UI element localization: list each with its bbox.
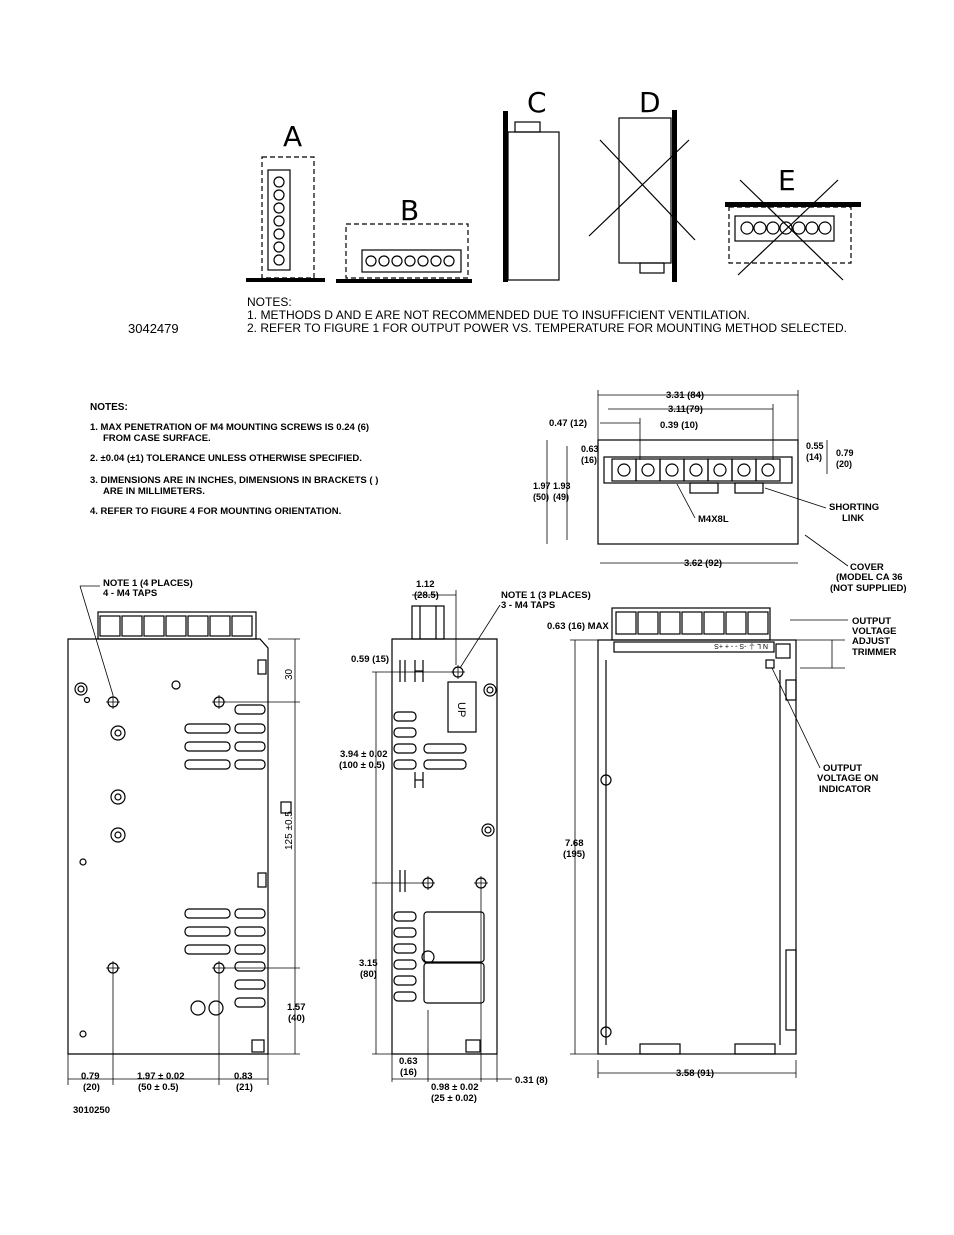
dims-note-4: 4. REFER TO FIGURE 4 FOR MOUNTING ORIENT… xyxy=(90,506,341,517)
label-cover-model: (MODEL CA 36 xyxy=(836,572,903,583)
terminals-a xyxy=(273,176,285,266)
dimension-notes: NOTES: 1. MAX PENETRATION OF M4 MOUNTING… xyxy=(90,402,378,517)
dim-0-63a: 0.63 xyxy=(399,1056,418,1067)
dim-3-15a: 3.15 xyxy=(359,958,378,969)
label-cover: COVER xyxy=(850,562,884,573)
dim-1-97b: (50) xyxy=(533,492,549,502)
dim-125: 125 ±0.5 xyxy=(284,811,295,850)
mounting-notes-heading: NOTES: xyxy=(247,295,292,309)
front-doc-number: 3010250 xyxy=(73,1105,110,1116)
label-cover-not-supplied: (NOT SUPPLIED) xyxy=(830,583,907,594)
dim-1-97a: 1.97 xyxy=(533,481,551,491)
dim-0-63-max: 0.63 (16) MAX xyxy=(547,621,609,632)
dim-0-31: 0.31 (8) xyxy=(515,1075,548,1086)
dims-note-2: 2. ±0.04 (±1) TOLERANCE UNLESS OTHERWISE… xyxy=(90,453,362,464)
label-up: UP xyxy=(455,702,467,717)
trimmer-2: VOLTAGE xyxy=(852,626,897,637)
dim-0-79a: 0.79 xyxy=(81,1071,100,1082)
trimmer-3: ADJUST xyxy=(852,636,890,647)
label-m4x8l: M4X8L xyxy=(698,514,729,525)
indicator-3: INDICATOR xyxy=(819,784,871,795)
dim-3-31: 3.31 (84) xyxy=(666,390,704,401)
dim-0-98b: (25 ± 0.02) xyxy=(431,1093,477,1104)
front-view: NOTE 1 (4 PLACES) 4 - M4 TAPS 30 125 ±0.… xyxy=(67,578,306,1116)
label-link: LINK xyxy=(842,513,864,524)
label-shorting: SHORTING xyxy=(829,502,879,513)
dim-7-68a: 7.68 xyxy=(565,838,584,849)
terminals-b xyxy=(365,255,455,267)
dim-3-15b: (80) xyxy=(360,969,377,980)
right-terminals xyxy=(615,611,769,635)
dim-0-55b: (14) xyxy=(806,452,822,462)
mounting-note-2: 2. REFER TO FIGURE 1 FOR OUTPUT POWER VS… xyxy=(247,321,847,335)
mounting-doc-number: 3042479 xyxy=(128,321,179,336)
top-view: 3.31 (84) 3.11(79) 0.47 (12) 0.39 (10) 0… xyxy=(533,390,907,594)
dim-3-62: 3.62 (92) xyxy=(684,558,722,569)
dim-1-93b: (49) xyxy=(553,492,569,502)
front-terminals xyxy=(99,615,253,637)
dim-0-79b: (20) xyxy=(836,459,852,469)
dim-0-63a: 0.63 xyxy=(581,444,599,454)
label-d: D xyxy=(639,86,661,119)
dims-note-3b: ARE IN MILLIMETERS. xyxy=(103,486,205,497)
dim-1-97b: (50 ± 0.5) xyxy=(138,1082,179,1093)
dims-note-3a: 3. DIMENSIONS ARE IN INCHES, DIMENSIONS … xyxy=(90,475,378,486)
mounting-methods: A B C D E xyxy=(128,86,861,336)
dim-0-98a: 0.98 ± 0.02 xyxy=(431,1082,478,1093)
side-note1-b: 3 - M4 TAPS xyxy=(501,600,555,611)
dim-1-12a: 1.12 xyxy=(416,579,435,590)
terminal-labels: N L ⏚ -S - - + +S xyxy=(714,642,768,650)
dim-30: 30 xyxy=(284,668,295,680)
dim-0-39: 0.39 (10) xyxy=(660,420,698,431)
label-a: A xyxy=(283,120,302,153)
label-b: B xyxy=(400,194,419,227)
dim-3-94b: (100 ± 0.5) xyxy=(339,760,385,771)
dims-note-1a: 1. MAX PENETRATION OF M4 MOUNTING SCREWS… xyxy=(90,422,369,433)
dim-3-11: 3.11(79) xyxy=(668,404,703,415)
dim-0-83b: (21) xyxy=(236,1082,253,1093)
mounting-note-1: 1. METHODS D AND E ARE NOT RECOMMENDED D… xyxy=(247,308,750,322)
dim-3-58: 3.58 (91) xyxy=(676,1068,714,1079)
dims-notes-heading: NOTES: xyxy=(90,402,128,413)
dim-1-97a: 1.97 ± 0.02 xyxy=(137,1071,184,1082)
dim-3-94a: 3.94 ± 0.02 xyxy=(340,749,387,760)
trimmer-1: OUTPUT xyxy=(852,616,891,627)
dim-1-12b: (28.5) xyxy=(414,590,439,601)
top-terminals xyxy=(611,458,781,482)
front-note1-b: 4 - M4 TAPS xyxy=(103,588,157,599)
label-e: E xyxy=(778,164,796,197)
front-note1-a: NOTE 1 (4 PLACES) xyxy=(103,578,193,589)
dim-0-59: 0.59 (15) xyxy=(351,654,389,665)
dim-7-68b: (195) xyxy=(563,849,585,860)
terminals-e xyxy=(740,221,832,235)
label-c: C xyxy=(527,86,547,119)
dim-0-83a: 0.83 xyxy=(234,1071,253,1082)
dim-0-63b: (16) xyxy=(581,455,597,465)
trimmer-4: TRIMMER xyxy=(852,647,896,658)
side-note1-a: NOTE 1 (3 PLACES) xyxy=(501,590,591,601)
side-view: UP 1.12 (28.5) NOTE 1 (3 PLACES) 3 - M4 … xyxy=(339,579,591,1104)
dim-0-55a: 0.55 xyxy=(806,441,824,451)
dim-0-63b: (16) xyxy=(400,1067,417,1078)
dim-0-47: 0.47 (12) xyxy=(549,418,587,429)
indicator-1: OUTPUT xyxy=(823,763,862,774)
indicator-2: VOLTAGE ON xyxy=(817,773,879,784)
right-view: N L ⏚ -S - - + +S 0.63 (16) MAX 7.68 (19… xyxy=(547,607,897,1079)
dims-note-1b: FROM CASE SURFACE. xyxy=(103,433,211,444)
dim-0-79b: (20) xyxy=(83,1082,100,1093)
dim-1-57a: 1.57 xyxy=(287,1002,306,1013)
dim-1-93a: 1.93 xyxy=(553,481,571,491)
dim-0-79a: 0.79 xyxy=(836,448,854,458)
dim-1-57b: (40) xyxy=(288,1013,305,1024)
